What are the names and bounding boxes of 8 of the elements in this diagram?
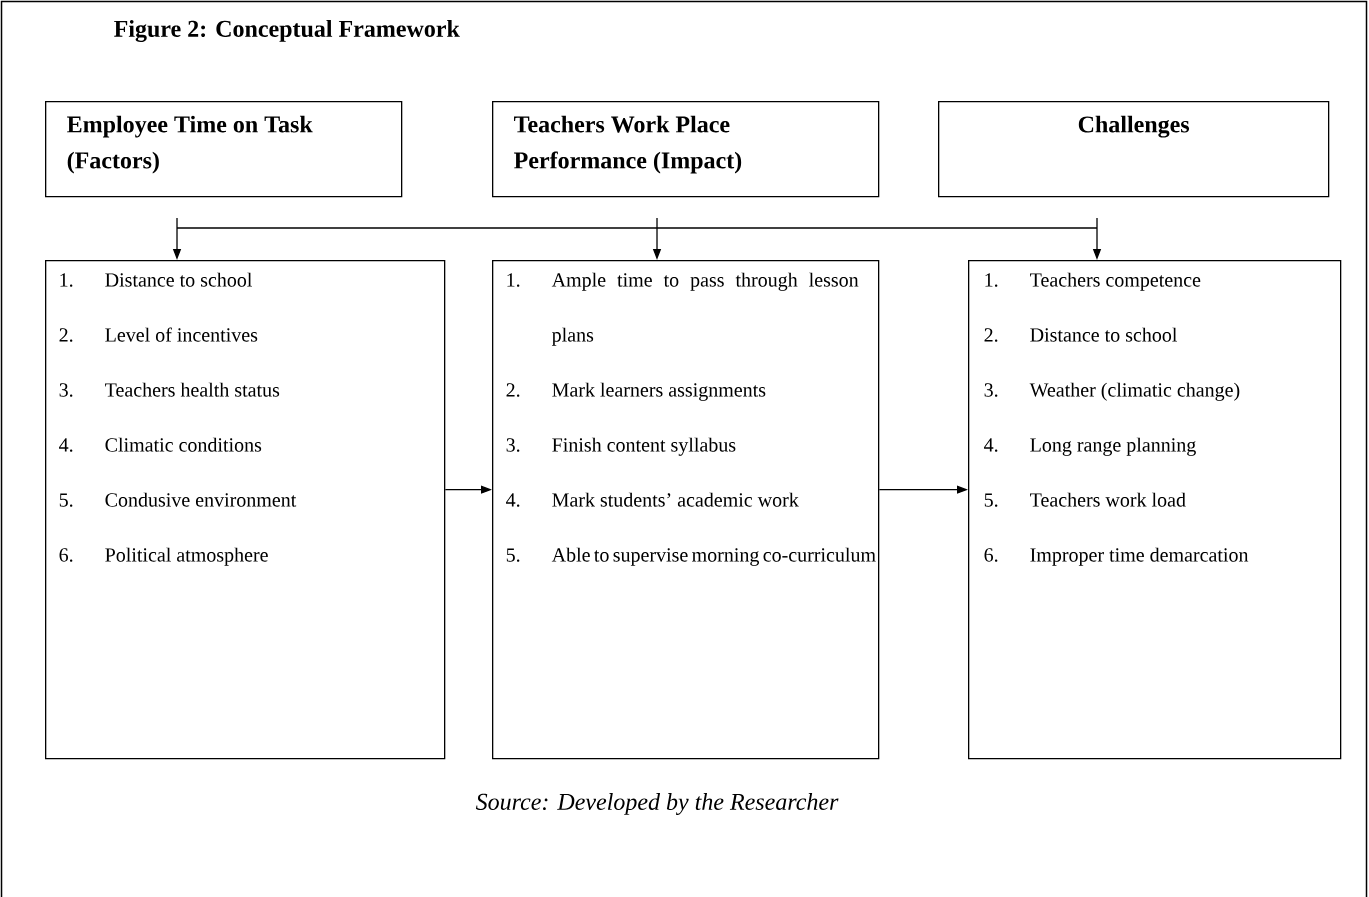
heading-box: Challenges bbox=[938, 101, 1330, 198]
list-box: 1. Teachers competence 2. Distance to school 3. Weather (climatic change) 4. Long range planning 5. Teachers work load 6. Improper time demarcation bbox=[968, 260, 1342, 760]
list-box: 1. Distance to school 2. Level of incentives 3. Teachers health status 4. Climatic conditions 5. Condusive environment 6. Political atmosphere bbox=[45, 260, 446, 760]
figure-title: Figure 2: Conceptual Framework bbox=[114, 20, 460, 42]
heading-box: Employee Time on Task (Factors) bbox=[45, 101, 403, 198]
caption: Source: Developed by the Researcher bbox=[475, 793, 839, 815]
heading-box: Teachers Work Place Performance (Impact) bbox=[492, 101, 880, 198]
list-box: 1. Ample time to pass through lesson plans 2. Mark learners assignments 3. Finish content syllabus 4. Mark students’ academic work 5. Able to supervise morning co-curriculum bbox=[492, 260, 880, 760]
